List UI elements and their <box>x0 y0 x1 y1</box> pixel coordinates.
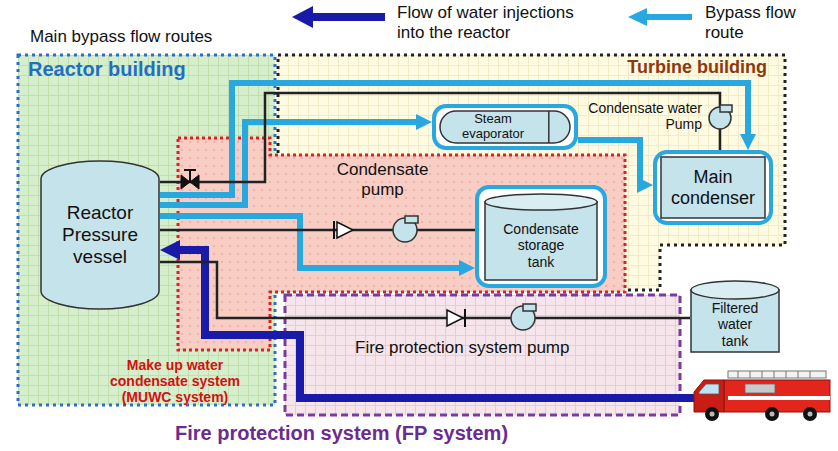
fire-truck <box>745 384 775 393</box>
tank-body <box>485 202 597 280</box>
fire-truck <box>770 412 775 417</box>
region-outline <box>285 295 680 415</box>
legend-arrow-bypass <box>628 8 647 26</box>
pump-label: Condensate pump <box>335 160 430 199</box>
node-label: Steam evaporator <box>453 112 533 142</box>
region-title: Fire protection system (FP system) <box>175 422 508 445</box>
fire-truck <box>710 412 715 417</box>
region-outline <box>178 138 625 350</box>
fire-truck <box>728 371 826 378</box>
pump-symbol <box>523 304 536 311</box>
fire-truck <box>694 380 724 412</box>
pump-label: Condensate water Pump <box>570 100 702 132</box>
gate-valve-symbol <box>184 169 196 171</box>
pump-label: Fire protection system pump <box>355 338 569 358</box>
fire-truck <box>808 412 813 417</box>
fire-truck <box>724 380 830 412</box>
tank-top <box>691 281 779 299</box>
condenser-box: Main condenser <box>653 150 773 225</box>
tank-top <box>485 194 597 210</box>
region-title: Reactor building <box>28 58 186 81</box>
fire-truck <box>699 384 719 394</box>
highlight-outline <box>434 106 576 148</box>
fp-pipe <box>285 318 680 319</box>
fire-truck <box>728 396 830 400</box>
highlight-outline <box>655 152 771 223</box>
fp-pipe <box>285 317 680 320</box>
gate-valve-symbol <box>189 170 191 182</box>
legend-text: Flow of water injections into the reacto… <box>397 3 597 42</box>
storage-tank: Condensate storage tank <box>475 185 607 288</box>
legend-arrow-injection <box>292 6 385 28</box>
evaporator-vessel: Steam evaporator <box>432 104 578 150</box>
pipe-line <box>160 229 475 232</box>
evaporator-outline <box>440 111 570 143</box>
legend-heading: Main bypass flow routes <box>30 27 212 47</box>
node-label: Reactor Pressure vessel <box>50 202 150 268</box>
region-title: Make up water condensate system (MUWC sy… <box>100 357 250 405</box>
node-label: Condensate storage tank <box>503 221 579 269</box>
fire-truck <box>738 371 810 378</box>
highlight-outline <box>477 187 605 286</box>
fire-truck <box>705 407 719 421</box>
check-valve-symbol <box>464 309 466 327</box>
fire-truck <box>694 371 830 421</box>
pump-symbol <box>720 105 732 112</box>
pump-symbol <box>405 216 418 223</box>
vessel-outline <box>41 161 159 309</box>
node-label: Main condenser <box>663 167 763 208</box>
legend-arrow-bypass <box>645 14 692 20</box>
legend-text: Bypass flow route <box>705 3 830 42</box>
legend-arrow-bypass <box>628 8 692 26</box>
condenser-outline <box>661 157 765 218</box>
check-valve-symbol <box>333 221 335 239</box>
region-title: Turbine building <box>627 57 767 78</box>
node-label: Filtered water tank <box>703 300 767 348</box>
legend-arrow-injection <box>310 13 385 21</box>
fire-truck <box>803 407 817 421</box>
pressure-vessel: Reactor Pressure vessel <box>40 160 160 310</box>
evaporator-divider <box>548 111 550 143</box>
fire-truck <box>765 407 779 421</box>
water-tank: Filtered water tank <box>690 280 780 353</box>
pipe-line <box>680 317 690 320</box>
legend-arrow-injection <box>292 6 313 28</box>
region-outline <box>18 55 275 405</box>
